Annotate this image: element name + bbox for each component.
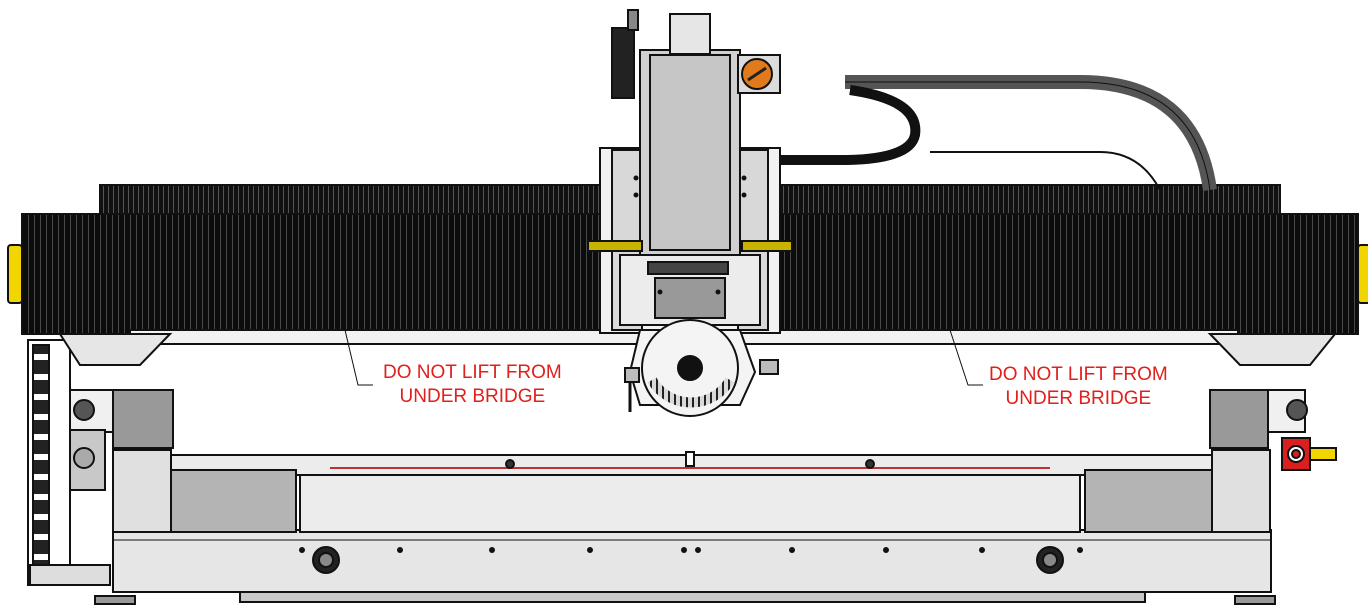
- estop-button: [1281, 437, 1337, 471]
- cutting-head: [587, 9, 793, 417]
- beam-bolts: [299, 547, 1083, 553]
- warning-callout-right: DO NOT LIFT FROM UNDER BRIDGE: [989, 363, 1168, 411]
- center-panel: [299, 474, 1081, 533]
- warning-right-line1: DO NOT LIFT FROM: [989, 364, 1168, 385]
- warning-callout-left: DO NOT LIFT FROM UNDER BRIDGE: [383, 361, 562, 409]
- leg-left: [112, 449, 172, 533]
- cable-chain-left: [27, 339, 111, 586]
- yellow-bar-right: [741, 240, 793, 252]
- bridge-support-left: [58, 333, 173, 366]
- callout-leaders: [344, 329, 983, 386]
- carriage-right: [1209, 389, 1308, 449]
- leader-left: [344, 329, 373, 386]
- yellow-bar-left: [587, 240, 643, 252]
- blade-arbor: [677, 355, 703, 381]
- side-panel-left: [170, 469, 297, 533]
- saw-blade: [647, 377, 735, 408]
- warning-right-line2: UNDER BRIDGE: [1005, 388, 1152, 409]
- foot-right: [1234, 595, 1276, 605]
- leg-right: [1211, 449, 1271, 533]
- end-cap-left: [7, 244, 23, 304]
- side-panel-right: [1084, 469, 1213, 533]
- bridge-support-right: [1207, 333, 1338, 366]
- wheel-right: [1036, 546, 1064, 574]
- end-cap-right: [1357, 244, 1368, 304]
- warning-left-line1: DO NOT LIFT FROM: [383, 362, 562, 383]
- cable-guide: [770, 75, 1217, 191]
- wheel-left: [312, 546, 340, 574]
- leader-right: [949, 329, 983, 386]
- pneumatic-cylinder: [611, 27, 635, 99]
- base-frame: [94, 449, 1276, 605]
- lower-beam: [112, 529, 1272, 593]
- foot-left: [94, 595, 136, 605]
- warning-left-line2: UNDER BRIDGE: [399, 386, 546, 407]
- top-valve: [669, 13, 711, 55]
